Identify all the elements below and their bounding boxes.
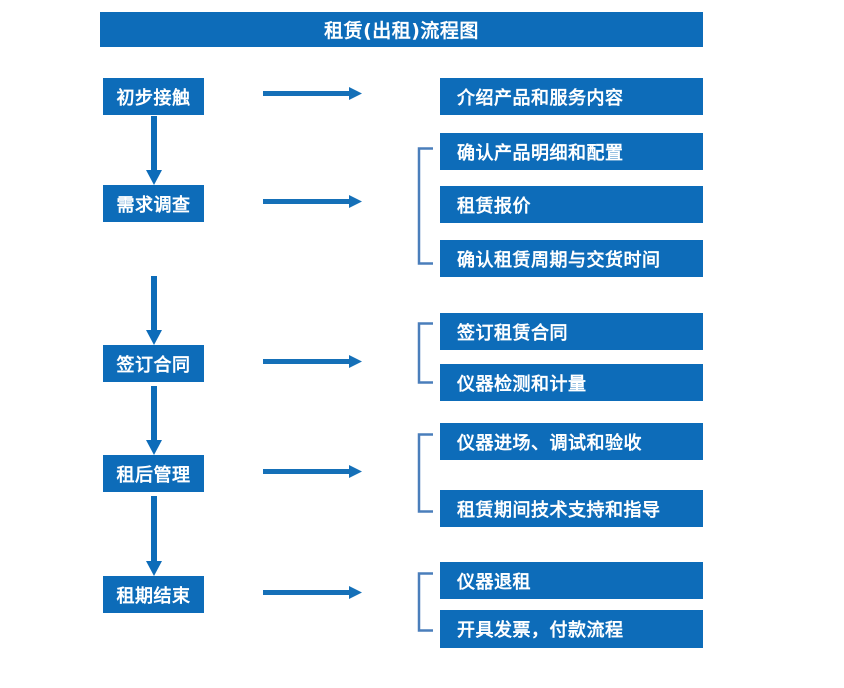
horizontal-arrow-icon-1 [263, 85, 363, 103]
page-title: 租赁(出租)流程图 [100, 12, 703, 47]
detail-box-5[interactable]: 签订租赁合同 [440, 313, 703, 350]
detail-box-7[interactable]: 仪器进场、调试和验收 [440, 423, 703, 460]
vertical-arrow-icon-3 [145, 386, 163, 456]
detail-box-2[interactable]: 确认产品明细和配置 [440, 133, 703, 170]
detail-box-6[interactable]: 仪器检测和计量 [440, 364, 703, 401]
detail-box-8[interactable]: 租赁期间技术支持和指导 [440, 490, 703, 527]
vertical-arrow-icon-2 [145, 276, 163, 346]
group-bracket-3 [417, 433, 433, 513]
horizontal-arrow-icon-2 [263, 193, 363, 211]
vertical-arrow-icon-4 [145, 496, 163, 577]
detail-box-10[interactable]: 开具发票，付款流程 [440, 610, 703, 648]
stage-box-5[interactable]: 租期结束 [103, 576, 204, 613]
group-bracket-1 [417, 147, 433, 265]
vertical-arrow-icon-1 [145, 116, 163, 186]
group-bracket-2 [417, 322, 433, 384]
stage-box-1[interactable]: 初步接触 [103, 78, 204, 115]
detail-box-9[interactable]: 仪器退租 [440, 562, 703, 599]
stage-box-4[interactable]: 租后管理 [103, 455, 204, 492]
horizontal-arrow-icon-5 [263, 584, 363, 602]
detail-box-1[interactable]: 介绍产品和服务内容 [440, 78, 703, 115]
stage-box-3[interactable]: 签订合同 [103, 345, 204, 382]
group-bracket-4 [417, 572, 433, 632]
horizontal-arrow-icon-4 [263, 463, 363, 481]
detail-box-4[interactable]: 确认租赁周期与交货时间 [440, 240, 703, 277]
detail-box-3[interactable]: 租赁报价 [440, 186, 703, 223]
horizontal-arrow-icon-3 [263, 353, 363, 371]
stage-box-2[interactable]: 需求调查 [103, 185, 204, 222]
